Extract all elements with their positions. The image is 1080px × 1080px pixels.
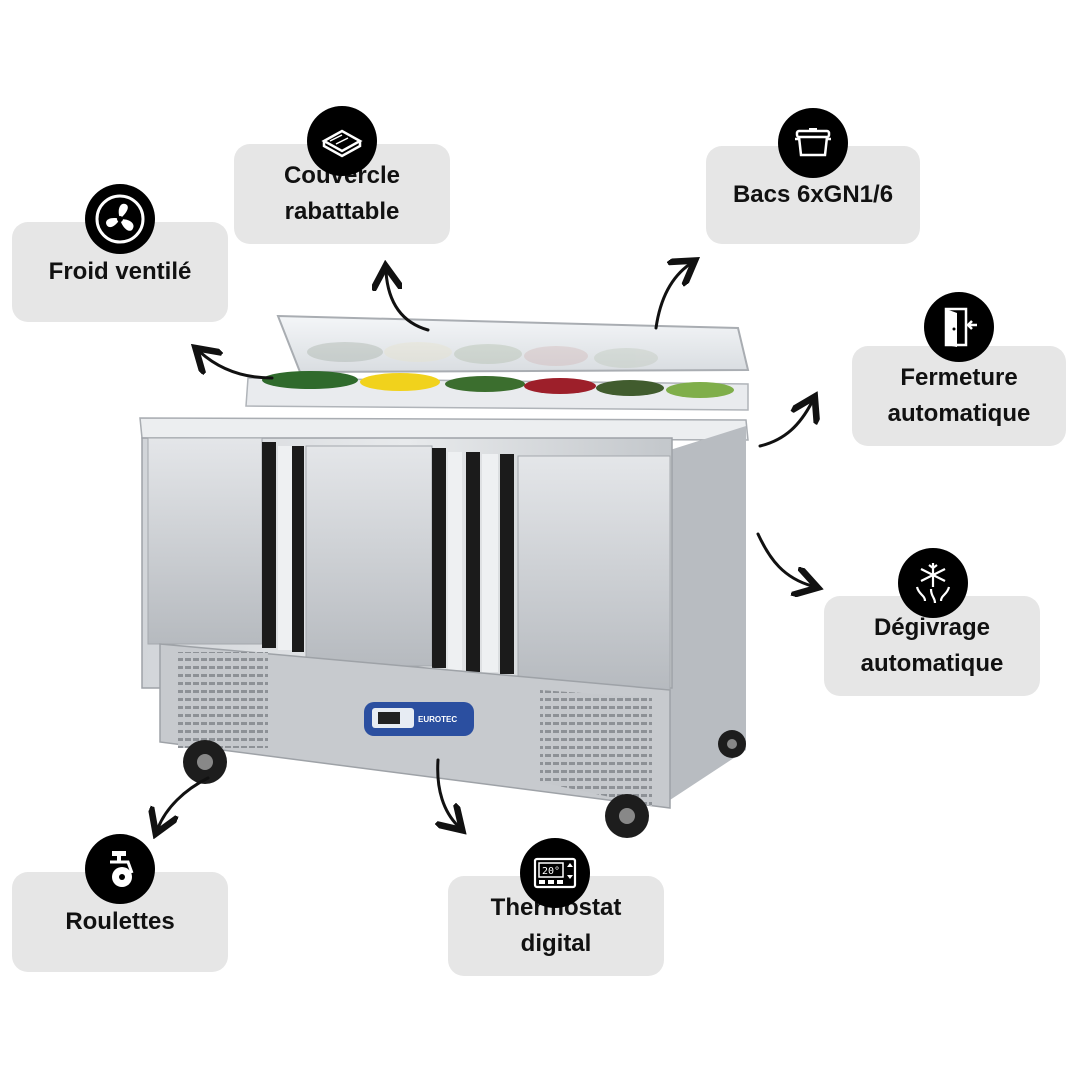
counter-top [139,417,749,441]
feature-label: Dégivrage automatique [860,614,1004,677]
caster-wheel-icon [85,834,155,904]
feature-fermeture-automatique: Fermeture automatique [852,346,1066,446]
door-right [517,455,671,691]
feature-froid-ventile: Froid ventilé [12,222,228,322]
door-middle [305,445,433,667]
panel-brand: EUROTEC [418,715,457,724]
container-tomatoes [524,378,596,394]
container-icon [778,108,848,178]
feature-label: Bacs 6xGN1/6 [732,181,894,208]
vent-right [540,690,652,806]
feature-label: Fermeture automatique [887,364,1031,427]
container-peppers [360,373,440,391]
fan-icon [85,184,155,254]
door-close-icon [924,292,994,362]
feature-label: Froid ventilé [48,258,192,285]
feature-label: Roulettes [65,908,175,935]
container-greens [262,371,358,389]
container-olives [596,380,664,396]
caster-right-back [718,730,746,758]
thermostat-display: 20° [542,866,560,877]
container-herbs [445,376,525,392]
container-lettuce [666,382,734,398]
vent-left [178,652,268,748]
caster-left-front [183,740,227,784]
door-left [147,437,263,645]
thermostat-icon: 20° [520,838,590,908]
lid-icon [307,106,377,176]
feature-degivrage-automatique: Dégivrage automatique [824,596,1040,696]
caster-right-front [605,794,649,838]
defrost-icon [898,548,968,618]
